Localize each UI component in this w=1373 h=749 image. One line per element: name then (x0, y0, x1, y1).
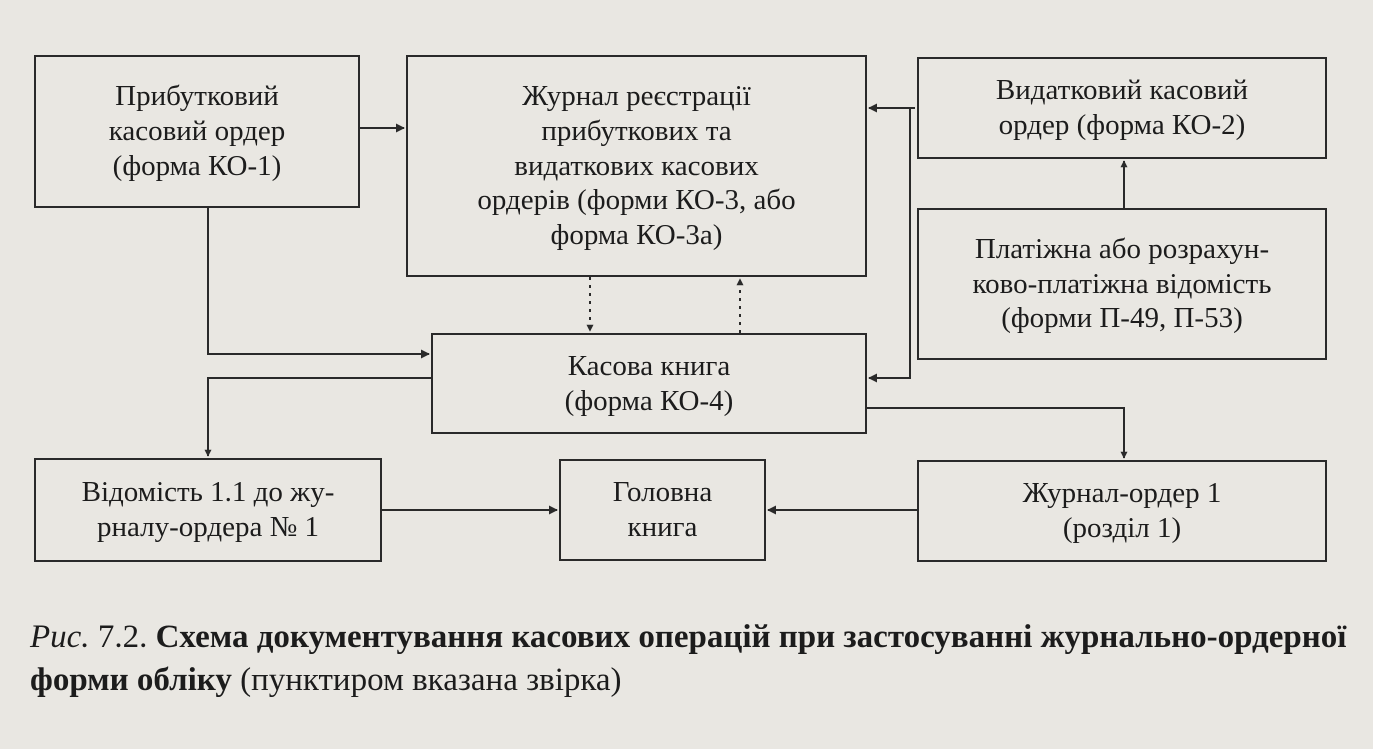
journal-label: Журнал реєстрації прибуткових та видатко… (477, 80, 796, 252)
caption-note: (пунктиром вказана звірка) (231, 661, 622, 698)
cash-book-box: Касова книга (форма КО-4) (431, 333, 867, 434)
receipt-order-label: Прибутковий касовий ордер (форма КО-1) (108, 80, 286, 182)
figure-caption: Рис. 7.2. Схема документування касових о… (30, 616, 1350, 702)
general-ledger-label: Головна книга (612, 476, 713, 543)
journal-order-label: Журнал-ордер 1 (розділ 1) (1022, 477, 1222, 544)
cash-book-label: Касова книга (форма КО-4) (564, 349, 734, 417)
caption-title: Схема документування касових операцій пр… (30, 619, 1347, 698)
arrow-expense-to-cashbook (868, 108, 911, 383)
arrow-cashbook-to-statement (204, 377, 431, 457)
expense-order-label: Видатковий касовий ордер (форма КО-2) (995, 74, 1249, 141)
statement-box: Відомість 1.1 до жу- рналу-ордера № 1 (34, 458, 382, 562)
general-ledger-box: Головна книга (559, 459, 766, 561)
arrow-cashbook-to-journal-order (867, 407, 1128, 459)
caption-prefix: Рис. (30, 619, 90, 655)
payroll-label: Платіжна або розрахун- ково-платіжна від… (972, 232, 1272, 335)
arrow-receipt-to-cashbook (207, 208, 430, 359)
caption-number: 7.2. (89, 619, 156, 655)
statement-label: Відомість 1.1 до жу- рналу-ордера № 1 (81, 476, 335, 543)
journal-box: Журнал реєстрації прибуткових та видатко… (406, 55, 867, 277)
expense-order-box: Видатковий касовий ордер (форма КО-2) (917, 57, 1327, 159)
receipt-order-box: Прибутковий касовий ордер (форма КО-1) (34, 55, 360, 208)
payroll-box: Платіжна або розрахун- ково-платіжна від… (917, 208, 1327, 360)
journal-order-box: Журнал-ордер 1 (розділ 1) (917, 460, 1327, 562)
